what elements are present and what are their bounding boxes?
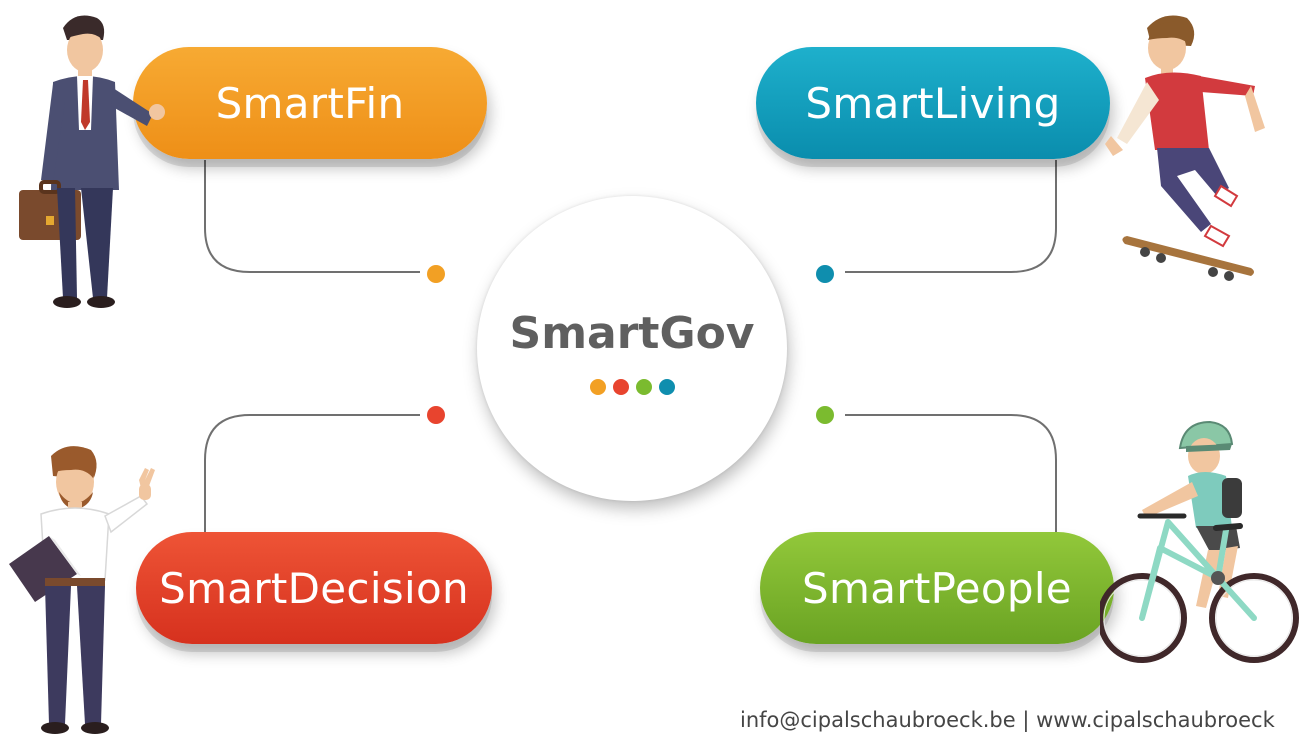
connector-dot-people <box>816 406 834 424</box>
smartpeople-button[interactable]: SmartPeople <box>760 532 1114 644</box>
smartpeople-label: SmartPeople <box>802 563 1072 613</box>
man-with-folder-illustration <box>9 446 155 734</box>
center-hub[interactable]: SmartGov <box>477 196 787 501</box>
connector-living <box>845 160 1057 273</box>
center-dot-orange <box>589 379 606 395</box>
footer-contact[interactable]: info@cipalschaubroeck.be | www.cipalscha… <box>740 708 1275 732</box>
center-dots <box>477 379 787 395</box>
center-dot-blue <box>658 379 675 395</box>
connector-decision <box>204 414 420 532</box>
skateboarder-illustration <box>1105 15 1265 281</box>
smartliving-button[interactable]: SmartLiving <box>756 47 1110 159</box>
businessman-illustration <box>19 15 165 308</box>
connector-dot-fin <box>427 265 445 283</box>
smartdecision-label: SmartDecision <box>159 563 469 613</box>
center-dot-red <box>612 379 629 395</box>
connector-dot-decision <box>427 406 445 424</box>
cyclist-illustration <box>1100 420 1299 663</box>
smartliving-label: SmartLiving <box>805 78 1061 128</box>
center-title: SmartGov <box>509 308 755 359</box>
smartdecision-button[interactable]: SmartDecision <box>136 532 492 644</box>
smartfin-button[interactable]: SmartFin <box>133 47 487 159</box>
connector-people <box>845 414 1057 532</box>
connector-dot-living <box>816 265 834 283</box>
connector-fin <box>204 160 420 273</box>
smartfin-label: SmartFin <box>215 78 405 128</box>
center-dot-green <box>635 379 652 395</box>
